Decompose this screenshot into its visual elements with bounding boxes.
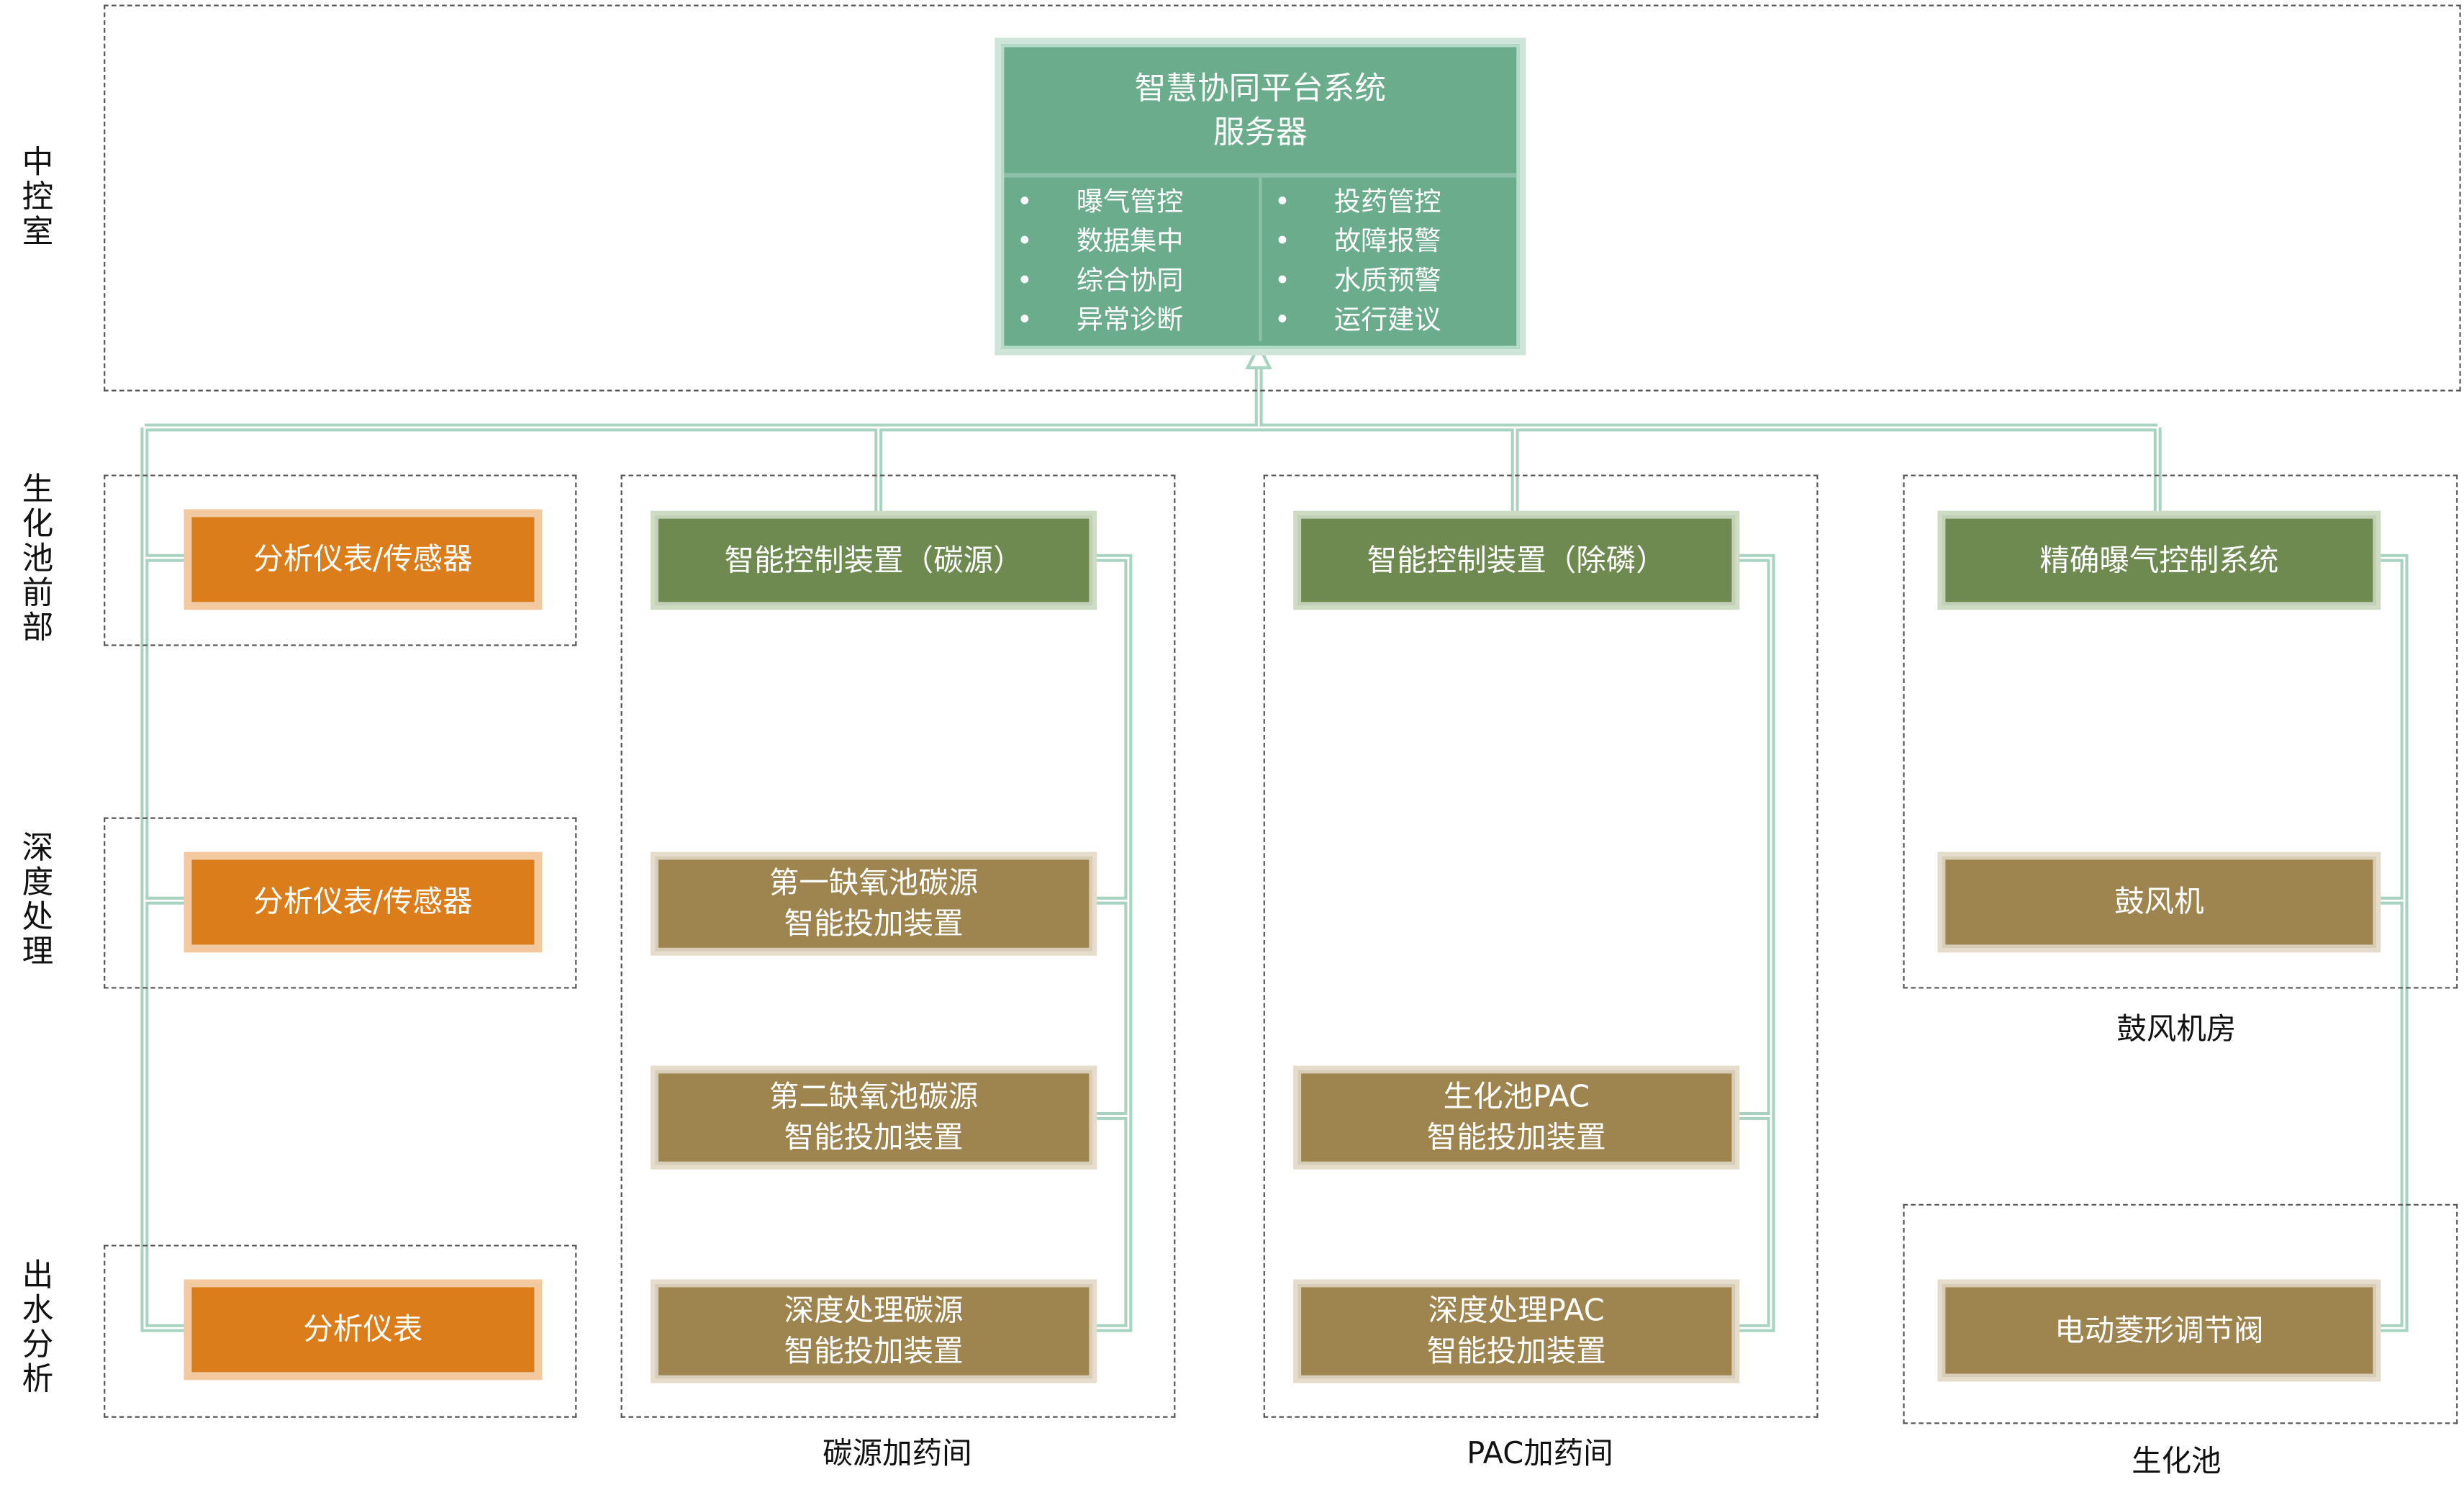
zone-label-advanced: 深度处理 (22, 828, 54, 970)
connector-line (2375, 556, 2406, 1329)
server-function-item: • 水质预警 (1274, 263, 1516, 302)
zone-label-bio-front: 生化池前部 (22, 469, 54, 646)
server-function-item: • 投药管控 (1274, 184, 1516, 223)
carbon-device-3: 深度处理碳源 智能投加装置 (655, 1284, 1092, 1379)
bullet-icon: • (1274, 266, 1290, 297)
server-function-item: • 故障报警 (1274, 223, 1516, 263)
bullet-icon: • (1016, 266, 1033, 297)
server-function-item: • 综合协同 (1017, 263, 1259, 302)
zone-label-control-room: 中控室 (22, 143, 54, 250)
server-title: 智慧协同平台系统 (1134, 69, 1387, 107)
sensor-effluent: 分析仪表 (189, 1284, 538, 1375)
arrow-up-icon (1245, 342, 1272, 370)
pac-room-caption: PAC加药间 (1467, 1436, 1613, 1471)
valve: 电动菱形调节阀 (1942, 1284, 2376, 1377)
server-subtitle: 服务器 (1213, 113, 1308, 151)
bio-tank (1903, 1203, 2458, 1424)
bullet-icon: • (1016, 226, 1033, 258)
sensor-advanced: 分析仪表/传感器 (189, 857, 538, 948)
carbon-room-caption: 碳源加药间 (823, 1436, 972, 1471)
pac-device-1: 生化池PAC 智能投加装置 (1297, 1070, 1735, 1165)
item-label: 综合协同 (1076, 266, 1184, 297)
item-label: 曝气管控 (1076, 186, 1184, 219)
item-label: 水质预警 (1333, 266, 1441, 297)
bullet-icon: • (1016, 304, 1033, 337)
server-function-item: • 异常诊断 (1017, 302, 1259, 341)
item-label: 故障报警 (1333, 226, 1441, 258)
bullet-icon: • (1274, 186, 1290, 219)
item-label: 异常诊断 (1076, 304, 1184, 337)
blower: 鼓风机 (1942, 857, 2376, 948)
connector-line (1092, 556, 1130, 1329)
bullet-icon: • (1274, 304, 1290, 337)
bio-tank-caption: 生化池 (2132, 1444, 2221, 1479)
server-function-item: • 数据集中 (1017, 223, 1259, 263)
pac-room (1263, 474, 1818, 1418)
zone-label-effluent: 出水分析 (22, 1255, 54, 1398)
bio-front-zone (104, 474, 577, 646)
aeration-controller: 精确曝气控制系统 (1942, 515, 2376, 605)
carbon-controller: 智能控制装置（碳源） (655, 515, 1092, 605)
pac-device-2: 深度处理PAC 智能投加装置 (1297, 1284, 1735, 1379)
connector-line (143, 427, 189, 1329)
bullet-icon: • (1016, 186, 1033, 219)
item-label: 运行建议 (1333, 304, 1441, 337)
server-node: 智慧协同平台系统服务器 • 曝气管控 • 数据集中 • 综合协同 • 异常诊断 • 投药管控 • 故… (1001, 44, 1520, 349)
blower-room-caption: 鼓风机房 (2116, 1012, 2237, 1047)
carbon-room (620, 474, 1176, 1418)
item-label: 投药管控 (1333, 186, 1441, 219)
server-function-item: • 运行建议 (1274, 302, 1516, 341)
item-label: 数据集中 (1076, 226, 1184, 258)
blower-room (1903, 474, 2458, 989)
sensor-bio-front: 分析仪表/传感器 (189, 514, 538, 605)
advanced-zone (104, 817, 577, 989)
server-right-list: • 投药管控 • 故障报警 • 水质预警 • 运行建议 (1259, 177, 1516, 341)
bullet-icon: • (1274, 226, 1290, 258)
carbon-device-2: 第二缺氧池碳源 智能投加装置 (655, 1070, 1092, 1165)
effluent-zone (104, 1244, 577, 1418)
control-room-zone (104, 4, 2461, 392)
server-left-list: • 曝气管控 • 数据集中 • 综合协同 • 异常诊断 (1004, 178, 1259, 341)
connector-line (1734, 556, 1772, 1329)
pac-controller: 智能控制装置（除磷） (1297, 515, 1735, 605)
carbon-device-1: 第一缺氧池碳源 智能投加装置 (655, 857, 1092, 952)
server-function-item: • 曝气管控 (1017, 184, 1259, 223)
